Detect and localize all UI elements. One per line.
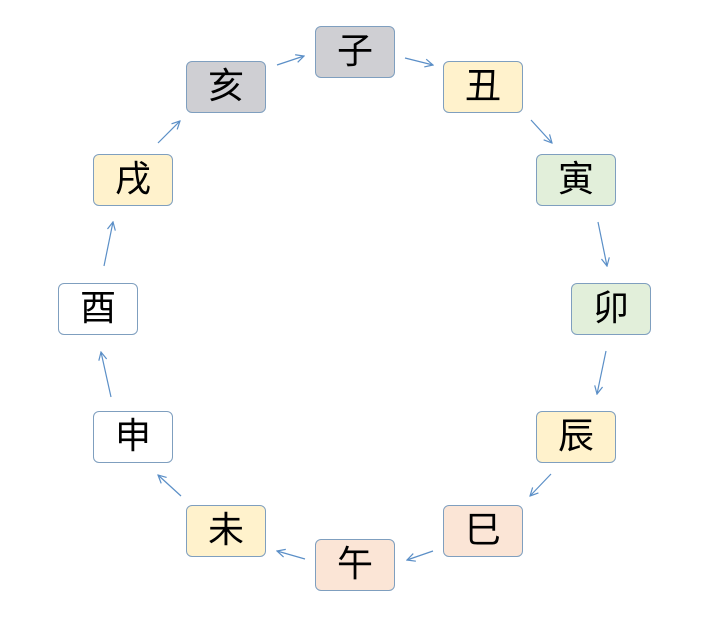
arrow-si-wu bbox=[407, 550, 434, 560]
arrow-chen-si bbox=[530, 473, 552, 496]
node-shen: 申 bbox=[93, 411, 173, 463]
arrow-mao-chen bbox=[597, 350, 607, 394]
arrow-yin-mao bbox=[597, 221, 607, 266]
node-si: 巳 bbox=[443, 505, 523, 557]
node-chou: 丑 bbox=[443, 61, 523, 113]
node-wu: 午 bbox=[315, 539, 395, 591]
arrow-zi-chou bbox=[404, 57, 433, 65]
node-zi: 子 bbox=[315, 26, 395, 78]
node-wei: 未 bbox=[186, 505, 266, 557]
arrow-xu-hai bbox=[157, 121, 180, 144]
arrow-wu-wei bbox=[277, 551, 306, 560]
arrow-hai-zi bbox=[276, 56, 304, 66]
node-hai: 亥 bbox=[186, 61, 266, 113]
arrow-chou-yin bbox=[530, 119, 552, 143]
arrow-you-xu bbox=[103, 222, 113, 267]
node-mao: 卯 bbox=[571, 283, 651, 335]
node-xu: 戌 bbox=[93, 154, 173, 206]
node-yin: 寅 bbox=[536, 154, 616, 206]
arrow-shen-you bbox=[101, 352, 112, 398]
arrow-wei-shen bbox=[158, 475, 182, 497]
node-chen: 辰 bbox=[536, 411, 616, 463]
node-you: 酉 bbox=[58, 283, 138, 335]
